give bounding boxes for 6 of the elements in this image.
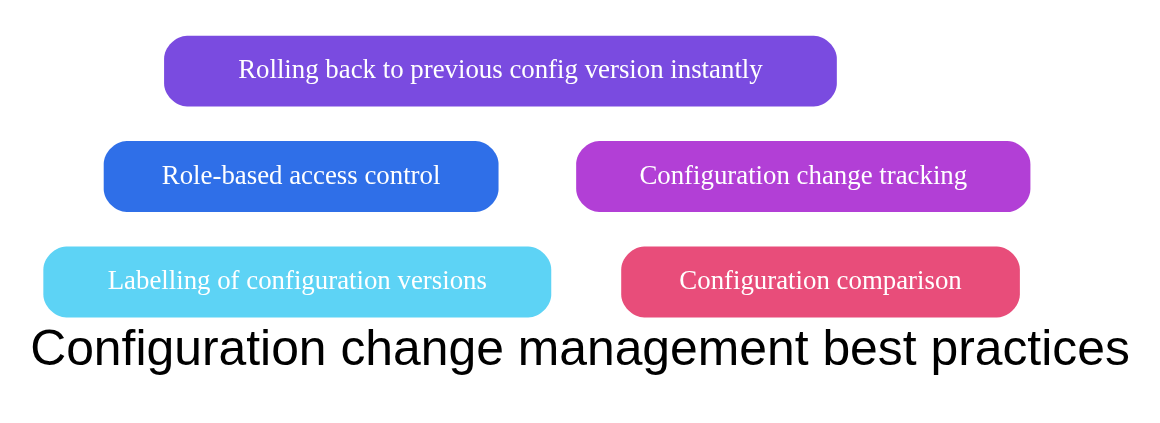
node-box: Configuration comparison (621, 246, 1020, 317)
node-box: Configuration change tracking (576, 140, 1031, 212)
node-box: Role-based access control (103, 140, 499, 212)
node-box: Labelling of configuration versions (43, 246, 552, 317)
diagram-title: Configuration change management best practices (30, 319, 1130, 376)
node-box: Rolling back to previous config version instantly (164, 35, 837, 107)
